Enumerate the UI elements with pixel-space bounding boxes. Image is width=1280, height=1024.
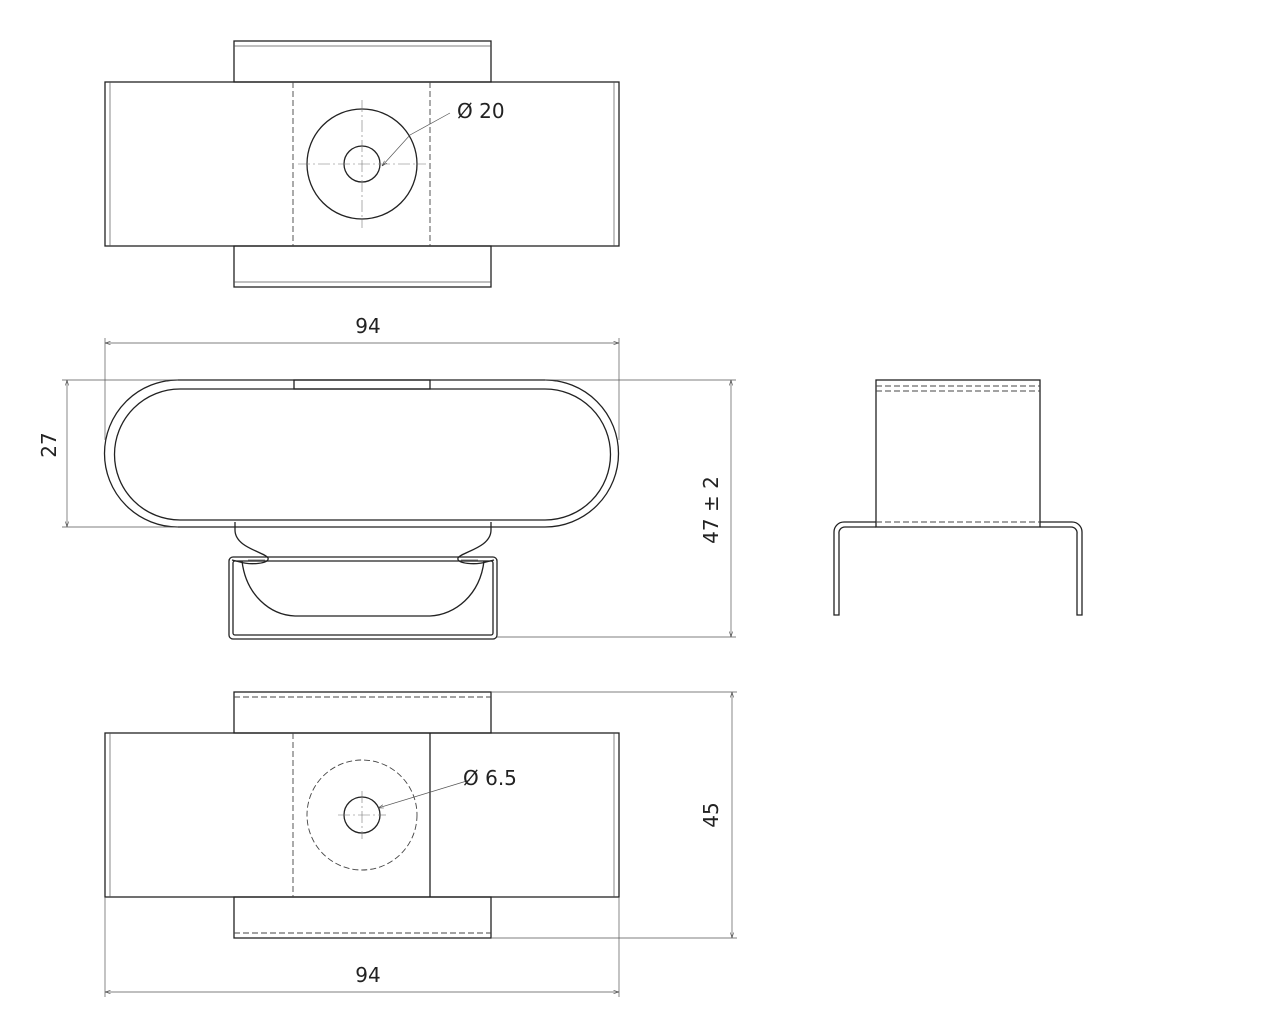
bottom-width-dimension: 94 — [355, 963, 380, 987]
total-height-dimension: 47 ± 2 — [699, 476, 723, 544]
bottom-height-dimension: 45 — [699, 802, 723, 827]
hole-diameter-label-top: Ø 20 — [457, 99, 505, 123]
loop-height-dimension: 27 — [37, 432, 61, 457]
top-view: Ø 20 — [104, 40, 620, 288]
hole-diameter-label-bottom: Ø 6.5 — [463, 766, 517, 790]
side-width-dimension: 94 — [355, 314, 380, 338]
end-view — [833, 379, 1083, 616]
bottom-view: Ø 6.5 45 94 — [104, 691, 737, 997]
side-view: 94 27 47 ± 2 — [37, 314, 736, 640]
